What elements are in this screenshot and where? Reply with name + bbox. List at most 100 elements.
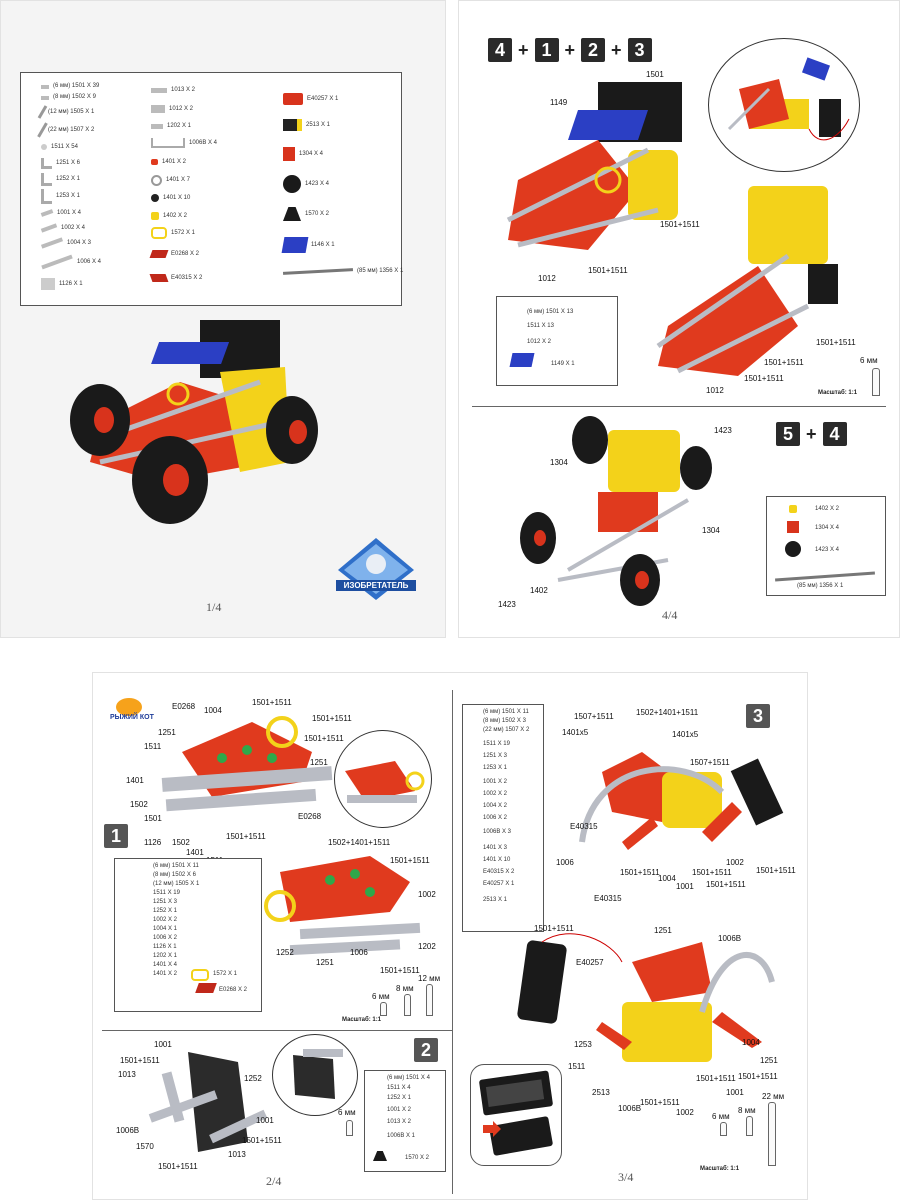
step-badge: 3 [627, 38, 652, 62]
pin-8mm [404, 994, 411, 1016]
callout-label: 1502 [130, 800, 148, 809]
part-item: 1401 X 2 [153, 971, 178, 977]
part-item: 1401 X 4 [153, 962, 178, 968]
callout-label: 1004 [204, 706, 222, 715]
section-divider [102, 1030, 452, 1031]
callout-label: 1002 [676, 1108, 694, 1117]
step2-assembly-image [148, 1052, 268, 1152]
pin-6mm [720, 1122, 727, 1136]
red-hub-swatch [787, 521, 799, 533]
part-item: 1013 X 2 [387, 1119, 412, 1125]
callout-label: 1004 [658, 874, 676, 883]
part-item: 1006B X 3 [483, 829, 512, 835]
part-item: 1251 X 6 [56, 159, 81, 166]
wheel-swatch [785, 541, 801, 557]
callout-label: 1401 [186, 848, 204, 857]
scale-label: Масштаб: 1:1 [700, 1166, 740, 1172]
callout-label: 1013 [118, 1070, 136, 1079]
callout-label: 1501+1511 [120, 1056, 160, 1065]
plus-sign: + [564, 39, 576, 60]
callout-label: 1423 [498, 600, 516, 609]
detail-inset [334, 730, 432, 828]
callout-label: 1501+1511 [252, 698, 292, 707]
brand-logo: ИЗОБРЕТАТЕЛЬ [336, 536, 416, 602]
part-item: 1006B X 4 [189, 139, 218, 146]
parts-list-box: (6 мм) 1501 X 39 (8 мм) 1502 X 9 (12 мм)… [20, 72, 403, 306]
callout-label: 1001 [154, 1040, 172, 1049]
part-item: 1511 X 19 [153, 890, 180, 896]
callout-label: 1251 [654, 926, 672, 935]
part-item: 1401 X 10 [483, 857, 511, 863]
part-item: 1149 X 1 [551, 361, 575, 367]
page-number: 2/4 [266, 1174, 282, 1188]
scale-label: Масштаб: 1:1 [342, 1017, 382, 1023]
part-item: (8 мм) 1502 X 3 [483, 718, 526, 724]
red-cat-logo: РЫЖИЙ КОТ [110, 698, 154, 734]
part-item: 1253 X 1 [483, 765, 508, 771]
callout-label: 1253 [574, 1040, 592, 1049]
part-item: 1401 X 3 [483, 845, 508, 851]
step-badge: 1 [104, 824, 128, 848]
callout-label: 1251 [158, 728, 176, 737]
part-item: 1202 X 1 [167, 122, 192, 129]
part-item: 1252 X 1 [153, 908, 178, 914]
part-item: (6 мм) 1501 X 13 [527, 309, 574, 315]
callout-label: 1006B [116, 1126, 140, 1135]
red-bracket-swatch [195, 983, 217, 993]
pin-6mm [380, 1002, 387, 1016]
part-item: 1252 X 1 [56, 175, 81, 182]
part-item: 1511 X 19 [483, 741, 510, 747]
callout-label: 1006B [618, 1104, 642, 1113]
part-item: (6 мм) 1501 X 39 [53, 83, 100, 89]
pin-6mm [872, 368, 880, 396]
callout-label: 1501+1511 [390, 856, 430, 865]
step-parts-box: (6 мм) 1501 X 11 (8 мм) 1502 X 6 (12 мм)… [114, 858, 262, 1012]
callout-label: 1501+1511 [696, 1074, 736, 1083]
center-divider [452, 690, 453, 1194]
part-item: 2513 X 1 [306, 121, 331, 128]
part-item: 1252 X 1 [387, 1095, 412, 1101]
part-item: 1251 X 3 [153, 899, 178, 905]
parts-column-1: (6 мм) 1501 X 39 (8 мм) 1502 X 9 (12 мм)… [37, 81, 101, 295]
assembly-frame-image [506, 82, 682, 250]
callout-label: E40257 [576, 958, 604, 967]
scale-size: 8 мм [396, 984, 414, 993]
callout-label: E40315 [570, 822, 598, 831]
step3-assembly-image [579, 752, 784, 850]
callout-label: 1012 [706, 386, 724, 395]
part-item: 1401 X 7 [166, 176, 191, 183]
callout-label: 1251 [760, 1056, 778, 1065]
page-4: 4 + 1 + 2 + 3 1501 1149 1501+1511 1501+1… [458, 0, 900, 638]
page-1: (6 мм) 1501 X 39 (8 мм) 1502 X 9 (12 мм)… [0, 0, 446, 638]
part-item: 1511 X 4 [387, 1085, 411, 1091]
step-badge: 4 [488, 38, 512, 62]
callout-label: 1126 [144, 838, 162, 847]
yellow-ring-swatch [191, 969, 209, 981]
parts-column-3: E40257 X 1 2513 X 1 1304 X 4 1423 X 4 15… [281, 87, 403, 281]
part-item: 1013 X 2 [171, 86, 196, 93]
step-badge: 3 [746, 704, 770, 728]
callout-label: 1501+1511 [304, 734, 344, 743]
part-item: 1572 X 1 [213, 971, 238, 977]
callout-label: 1002 [726, 858, 744, 867]
callout-label: 1501+1511 [158, 1162, 198, 1171]
step-parts-box: (6 мм) 1501 X 13 1511 X 13 1012 X 2 1149… [496, 296, 618, 386]
parts-column-2: 1013 X 2 1012 X 2 1202 X 1 1006B X 4 140… [149, 81, 218, 289]
part-item: 1423 X 4 [815, 547, 840, 553]
step-badge: 2 [414, 1038, 438, 1062]
step-parts-box: 1402 X 2 1304 X 4 1423 X 4 (85 мм) 1356 … [766, 496, 886, 596]
part-item: 1004 X 1 [153, 926, 178, 932]
part-item: 1004 X 2 [483, 803, 508, 809]
black-panel-swatch [373, 1151, 387, 1161]
part-item: E40257 X 1 [307, 95, 339, 102]
part-item: (6 мм) 1501 X 4 [387, 1075, 430, 1081]
step-parts-box: (6 мм) 1501 X 11 (8 мм) 1502 X 3 (22 мм)… [462, 704, 544, 932]
callout-label: E0268 [172, 702, 196, 711]
plus-sign: + [611, 39, 622, 60]
part-item: 1572 X 1 [171, 229, 196, 236]
callout-label: 1251 [316, 958, 334, 967]
part-item: 1570 X 2 [405, 1155, 430, 1161]
callout-label: 1501+1511 [620, 868, 660, 877]
callout-label: 1501+1511 [744, 374, 784, 383]
callout-label: E0268 [298, 812, 322, 821]
